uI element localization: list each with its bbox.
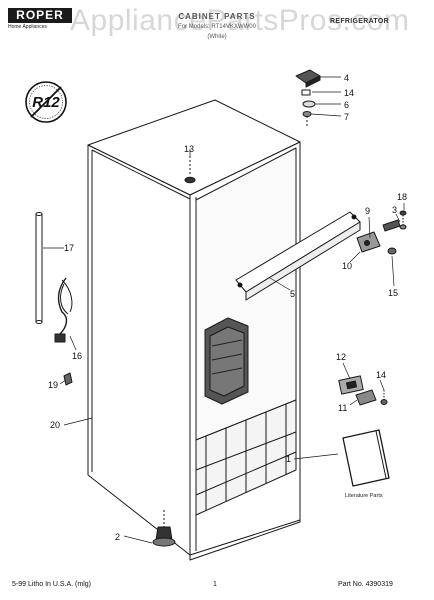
callout-1: 1	[286, 454, 291, 464]
callout-14: 14	[344, 88, 354, 98]
callout-20: 20	[50, 420, 60, 430]
callout-15: 15	[388, 288, 398, 298]
power-cord	[54, 277, 73, 343]
leader-lines	[43, 76, 405, 544]
brand-logo: ROPER Home Appliances	[8, 8, 72, 30]
callout-6: 6	[344, 100, 349, 110]
color-variant: (White)	[207, 34, 227, 40]
appliance-category: REFRIGERATOR	[330, 18, 389, 25]
part-number: Part No. 4390319	[338, 581, 393, 588]
model-number: For Models: RT14VKXWW00	[178, 24, 256, 30]
callout-16: 16	[72, 351, 82, 361]
literature-parts-label: Literature Parts	[345, 493, 383, 499]
print-info: 5-99 Litho In U.S.A. (mlg)	[12, 581, 91, 588]
callout-3: 3	[392, 205, 397, 215]
callout-13: 13	[184, 144, 194, 154]
callout-2: 2	[115, 532, 120, 542]
callout-10: 10	[342, 261, 352, 271]
callout-18: 18	[397, 192, 407, 202]
brand-subtitle: Home Appliances	[8, 24, 47, 30]
callout-labels: 4 14 6 7 13 18 3 9 10 15 17 5 16 12 19 1…	[48, 73, 407, 542]
drain-tube	[35, 212, 43, 324]
callout-14-lower: 14	[376, 370, 386, 380]
r12-seal-icon: R12	[25, 81, 67, 123]
screw-set	[387, 210, 407, 255]
cabinet-shell	[87, 99, 301, 561]
literature-pack	[342, 429, 390, 487]
lower-bracket	[338, 375, 388, 406]
callout-7: 7	[344, 112, 349, 122]
hinge-pin	[184, 156, 196, 184]
callout-9: 9	[365, 206, 370, 216]
brand-name: ROPER	[8, 8, 72, 23]
callout-12: 12	[336, 352, 346, 362]
callout-4: 4	[344, 73, 349, 83]
watermark: AppliancePartsPros.com	[70, 4, 410, 37]
retainer-clip	[63, 372, 73, 386]
callout-5: 5	[290, 289, 295, 299]
top-hinge-assembly	[295, 69, 321, 126]
leveling-leg	[152, 510, 176, 547]
callout-19: 19	[48, 380, 58, 390]
door-stop-bracket	[356, 219, 401, 253]
callout-11: 11	[338, 403, 347, 413]
page-number: 1	[213, 581, 217, 588]
callout-17: 17	[64, 243, 74, 253]
diagram-title: CABINET PARTS	[178, 12, 256, 21]
